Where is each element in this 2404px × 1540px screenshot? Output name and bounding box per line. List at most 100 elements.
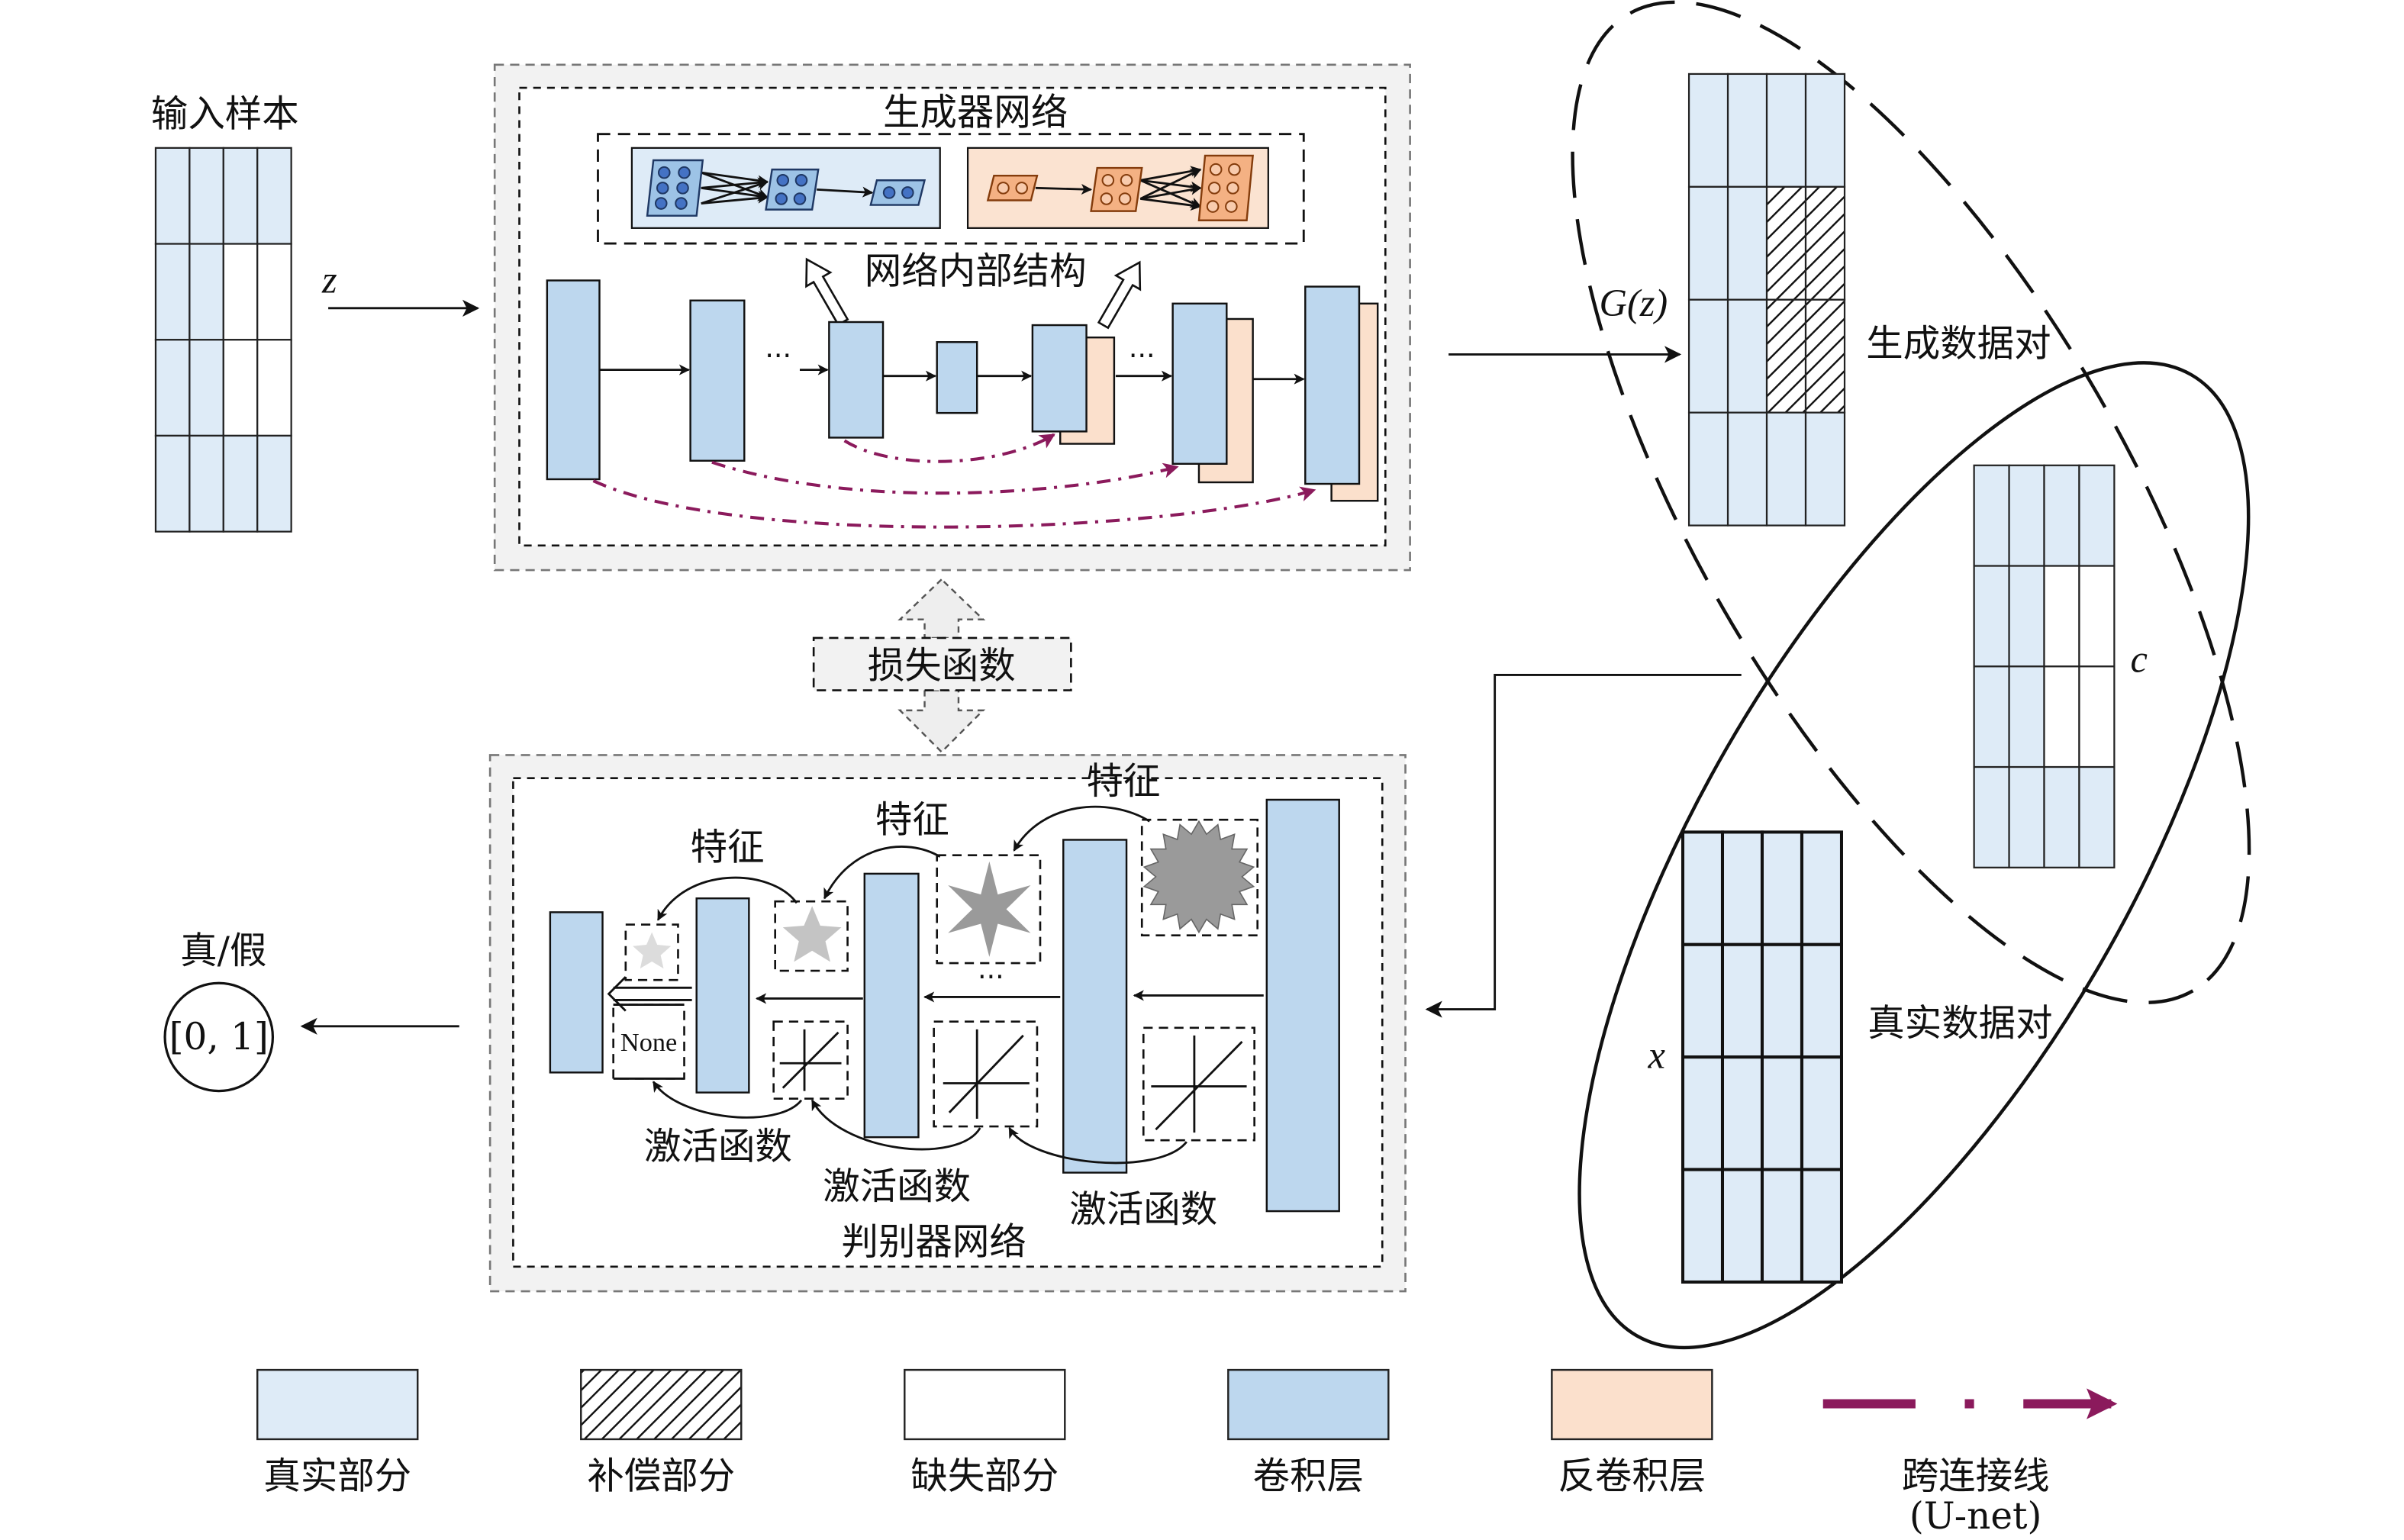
activation-box-3	[933, 1020, 1039, 1128]
generated-cell-r2-c2	[1726, 185, 1768, 301]
condition-cell-r4-c1	[1973, 765, 2010, 868]
legend-label-deconv: 反卷积层	[1558, 1455, 1706, 1498]
skip-connection-1	[843, 433, 1055, 463]
encoder-structure-panel	[630, 147, 941, 229]
input-cell-r4-c4	[256, 434, 292, 533]
hollow-arrow-icon-decoder	[1097, 260, 1142, 330]
legend-swatch-conv	[1227, 1368, 1390, 1441]
loss-function-label: 损失函数	[868, 644, 1016, 687]
generator-conv-block-2	[689, 299, 746, 462]
input-cell-r3-c1	[154, 339, 191, 437]
generator-ellipsis-2: ···	[1129, 340, 1155, 372]
real-cell-r4-c1	[1681, 1168, 1725, 1284]
decoder-structure-panel	[966, 147, 1269, 229]
activation-plot-icon-3	[943, 1029, 1030, 1119]
legend-swatch-real	[256, 1368, 419, 1441]
encoder-connections	[701, 171, 874, 205]
legend-swatch-missing	[904, 1368, 1066, 1441]
condition-cell-r4-c2	[2008, 765, 2045, 868]
real-cell-r4-c3	[1760, 1168, 1803, 1284]
feature-curve-1	[656, 876, 798, 921]
loss-arrow-up-icon	[897, 578, 986, 640]
activation-label-1: 激活函数	[644, 1125, 792, 1168]
feature-star-icon-1	[633, 932, 672, 969]
condition-cell-r1-c1	[1973, 464, 2010, 567]
generated-cell-r1-c1	[1687, 72, 1729, 188]
encoder-layer-1-nodes	[654, 166, 691, 210]
generated-pair-grid	[1687, 72, 1846, 527]
input-cell-r3-c4	[256, 339, 292, 437]
condition-cell-r3-c2	[2008, 665, 2045, 768]
real-pair-label: 真实数据对	[1867, 1002, 2052, 1045]
generator-conv-block-3	[828, 321, 885, 439]
activation-label-3: 激活函数	[1069, 1188, 1217, 1231]
condition-cell-r4-c4	[2078, 765, 2116, 868]
input-sample-label: 输入样本	[151, 93, 299, 136]
input-cell-r3-c2	[189, 339, 224, 437]
generated-cell-r1-c2	[1726, 72, 1768, 188]
pairs-to-discriminator-arrow	[1425, 674, 1742, 1018]
generated-cell-r3-c4	[1804, 298, 1846, 414]
legend-label-compensated: 补偿部分	[587, 1455, 735, 1498]
decoder-layer-2-nodes	[1100, 173, 1133, 205]
legend-label-real: 真实部分	[263, 1455, 411, 1498]
input-sample-grid	[154, 147, 292, 533]
generator-title: 生成器网络	[883, 92, 1068, 134]
activation-curve-3	[1008, 1126, 1187, 1165]
feature-star-icon-3	[948, 861, 1031, 957]
activation-plot-icon-2	[779, 1029, 842, 1091]
discriminator-network: ··· None 特征 特征 特征	[488, 754, 1407, 1293]
activation-label-2: 激活函数	[823, 1165, 971, 1208]
noise-label: z	[321, 259, 337, 301]
condition-cell-r3-c1	[1973, 665, 2010, 768]
generator-conv-block-7	[1304, 285, 1361, 485]
generated-cell-r3-c1	[1687, 298, 1729, 414]
activation-box-2	[772, 1020, 849, 1100]
generated-cell-r2-c4	[1804, 185, 1846, 301]
generated-cell-r4-c3	[1765, 411, 1807, 527]
input-cell-r4-c2	[189, 434, 224, 533]
condition-cell-r2-c3	[2043, 565, 2080, 668]
generated-cell-r4-c4	[1804, 411, 1846, 527]
decoder-layer-1-icon	[986, 174, 1039, 201]
feature-label-3: 特征	[1087, 760, 1161, 803]
feature-box-4	[1140, 818, 1259, 936]
legend-label-skip-connection: 跨连接线	[1902, 1455, 2050, 1498]
real-cell-r2-c2	[1720, 942, 1764, 1059]
real-cell-r1-c1	[1681, 830, 1725, 946]
feature-star-icon-2	[782, 906, 842, 962]
feature-box-2	[774, 900, 849, 972]
encoder-layer-1-icon	[646, 159, 704, 217]
feature-label-1: 特征	[691, 826, 765, 869]
output-range: [0, 1]	[169, 1016, 269, 1058]
feature-box-1	[624, 923, 679, 981]
input-cell-r1-c3	[222, 147, 259, 245]
decoder-connections	[1035, 166, 1202, 211]
discriminator-conv-block-1	[549, 911, 604, 1074]
loss-arrow-down-icon	[897, 689, 986, 754]
feature-curve-2	[823, 846, 941, 900]
real-pair-grid	[1681, 830, 1843, 1284]
generator-ellipsis-1: ···	[765, 340, 791, 372]
real-cell-r2-c4	[1800, 942, 1843, 1059]
condition-cell-r2-c1	[1973, 565, 2010, 668]
condition-cell-r2-c2	[2008, 565, 2045, 668]
decoder-layer-3-icon	[1197, 154, 1254, 221]
encoder-layer-2-icon	[765, 168, 820, 211]
activation-none-label: None	[620, 1028, 677, 1057]
legend-swatch-deconv	[1551, 1368, 1713, 1441]
loss-function-box	[812, 636, 1072, 691]
output-label: 真/假	[180, 929, 266, 972]
activation-curve-2	[810, 1099, 981, 1151]
input-cell-r2-c4	[256, 243, 292, 341]
activation-plot-icon-4	[1151, 1035, 1247, 1133]
input-cell-r4-c3	[222, 434, 259, 533]
input-cell-r1-c4	[256, 147, 292, 245]
real-cell-r2-c1	[1681, 942, 1725, 1059]
decoder-layer-3-nodes	[1206, 163, 1241, 213]
generated-cell-r1-c3	[1765, 72, 1807, 188]
generated-cell-r3-c3	[1765, 298, 1807, 414]
legend-swatch-compensated	[580, 1368, 743, 1441]
feature-label-2: 特征	[875, 798, 949, 841]
